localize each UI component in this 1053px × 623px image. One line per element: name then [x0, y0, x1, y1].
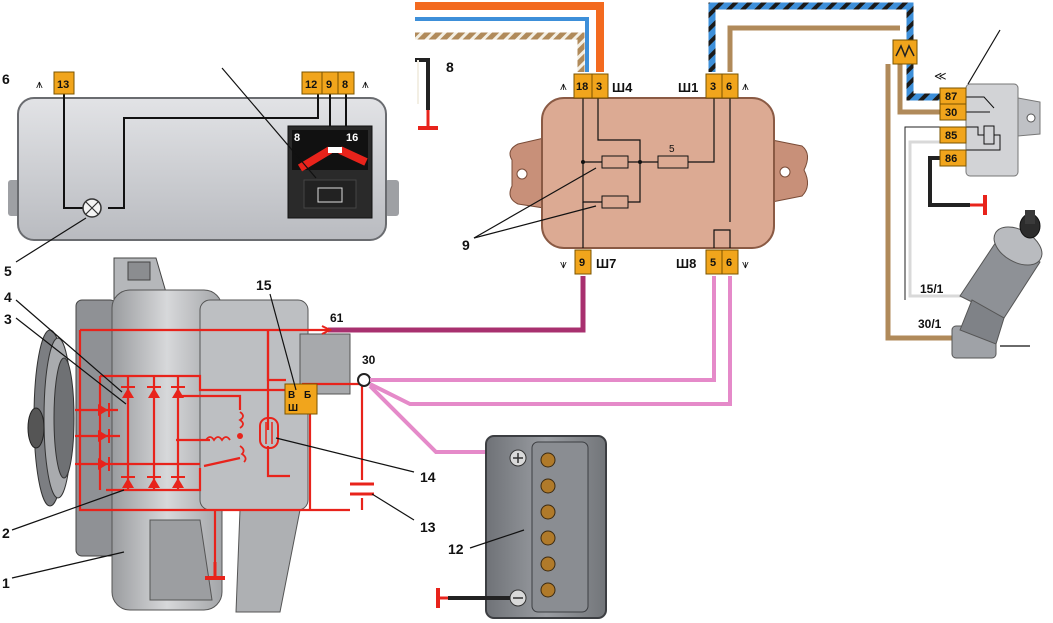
panel-terminal-13: 13 [53, 71, 75, 95]
bottom-wires [328, 276, 732, 454]
connector-arrow-icon: ⩚ [362, 77, 369, 91]
svg-text:6: 6 [726, 257, 732, 269]
connector-sh4-pin-3: 3 [591, 73, 609, 99]
svg-text:18: 18 [576, 81, 588, 93]
callout-5: 5 [4, 263, 12, 279]
connector-arrow-icon: ⩚ [560, 79, 567, 93]
ground-icon [436, 588, 448, 608]
regulator-v-label: В [288, 390, 295, 401]
svg-text:6: 6 [726, 81, 732, 93]
regulator-b-label: Б [304, 390, 311, 401]
battery-icon [485, 435, 607, 619]
relay-pin-86: 86 [939, 149, 967, 167]
gauge-left-label: 8 [294, 132, 300, 144]
connector-sh1-label: Ш1 [678, 80, 698, 95]
connector-sh4-pin-18: 18 [573, 73, 593, 99]
callout-15: 15 [256, 277, 272, 293]
callout-12: 12 [448, 541, 464, 557]
connector-sh8-label: Ш8 [676, 256, 696, 271]
mounting-block [509, 97, 808, 249]
svg-text:3: 3 [710, 81, 716, 93]
lamp-icon [82, 198, 102, 218]
diode-bridge [98, 386, 185, 488]
relay-pin-85: 85 [939, 126, 967, 144]
label-30-1: 30/1 [918, 317, 942, 331]
callout-1: 1 [2, 575, 10, 591]
regulator-sh-label: Ш [288, 403, 298, 414]
svg-text:8: 8 [342, 79, 348, 91]
ground-icon [970, 195, 987, 215]
svg-text:30: 30 [945, 107, 957, 119]
connector-arrow-icon: ⩚ [742, 79, 749, 93]
ground-icon [418, 110, 438, 130]
callout-4: 4 [4, 289, 12, 305]
svg-text:9: 9 [579, 257, 585, 269]
callout-2: 2 [2, 525, 10, 541]
connector-sh7-pin-9: 9 [574, 249, 592, 275]
callout-9: 9 [462, 237, 470, 253]
connector-sh1-pin-6: 6 [721, 73, 739, 99]
callout-8: 8 [446, 59, 454, 75]
connector-sh1-pin-3: 3 [705, 73, 723, 99]
svg-text:13: 13 [57, 79, 69, 91]
connector-arrow-icon: ⩛ [560, 257, 567, 271]
capacitor [350, 482, 374, 496]
callout-6: 6 [2, 71, 10, 87]
panel-terminal-12: 12 [301, 71, 323, 95]
ignition-switch-icon [951, 210, 1043, 359]
instrument-panel [8, 92, 399, 241]
gauge-right-label: 16 [346, 132, 358, 144]
ground-icon [205, 562, 225, 580]
label-61: 61 [330, 311, 344, 325]
relay-icon [965, 83, 1041, 177]
svg-text:3: 3 [596, 81, 602, 93]
top-wires [415, 2, 970, 341]
connector-sh8-pin-6: 6 [721, 249, 739, 275]
connector-arrow-icon: ≪ [934, 69, 947, 83]
svg-text:85: 85 [945, 130, 957, 142]
voltage-regulator [284, 383, 318, 415]
svg-text:9: 9 [326, 79, 332, 91]
label-15-1: 15/1 [920, 282, 944, 296]
svg-text:87: 87 [945, 91, 957, 103]
panel-terminal-8: 8 [337, 71, 355, 95]
stator-winding [205, 411, 247, 463]
resistor-value: 5 [669, 144, 675, 155]
fuse-icon [892, 39, 918, 65]
connector-sh7-label: Ш7 [596, 256, 616, 271]
label-30: 30 [362, 353, 376, 367]
connector-arrow-icon: ⩚ [36, 77, 43, 91]
connector-arrow-icon: ⩛ [742, 257, 749, 271]
panel-terminal-9: 9 [321, 71, 339, 95]
svg-text:5: 5 [710, 257, 716, 269]
relay-pin-87: 87 [939, 87, 967, 105]
callout-leaders [11, 217, 525, 579]
svg-text:12: 12 [305, 79, 317, 91]
callout-3: 3 [4, 311, 12, 327]
terminal-30 [357, 373, 371, 387]
rotor-winding [259, 417, 279, 449]
callout-13: 13 [420, 519, 436, 535]
connector-sh8-pin-5: 5 [705, 249, 723, 275]
connector-sh4-label: Ш4 [612, 80, 633, 95]
callout-14: 14 [420, 469, 436, 485]
svg-text:86: 86 [945, 153, 957, 165]
relay-pin-30: 30 [939, 103, 967, 121]
